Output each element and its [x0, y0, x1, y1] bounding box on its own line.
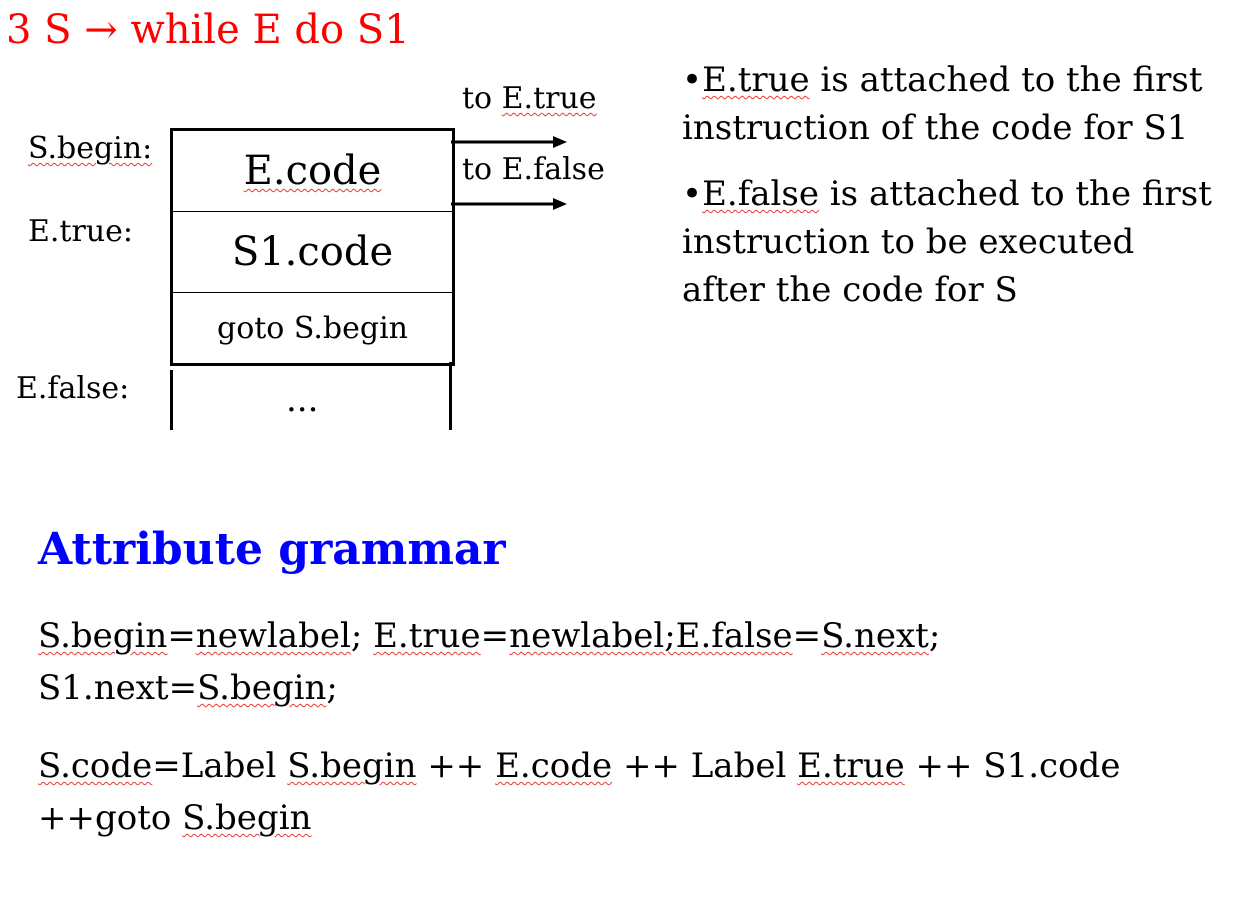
arrow-label-false: to E.false	[462, 152, 605, 187]
arrow-false-head	[553, 198, 567, 210]
label-s-begin: S.begin:	[28, 131, 153, 166]
cell-s1-code: S1.code	[173, 211, 452, 292]
cell-e-code: E.code	[243, 148, 382, 194]
arrow-true-head	[553, 136, 567, 148]
arrow-label-true: to E.true	[462, 82, 597, 116]
code-layout-box: E.code S1.code goto S.begin	[170, 128, 455, 366]
jump-arrows	[451, 136, 567, 210]
slide-title: 3 S → while E do S1	[6, 7, 410, 53]
arrow-label-true-term: E.true	[501, 81, 597, 116]
label-e-false: E.false:	[16, 371, 130, 406]
grammar-rule-1: S.begin=newlabel; E.true=newlabel;E.fals…	[38, 616, 941, 708]
bullet-e-false: •E.false is attached to the first instru…	[682, 174, 1212, 310]
continuation-right-line	[449, 362, 452, 430]
attribute-grammar-heading: Attribute grammar	[38, 524, 506, 575]
label-e-true: E.true:	[28, 214, 134, 249]
grammar-rule-2: S.code=Label S.begin ++ E.code ++ Label …	[38, 746, 1121, 838]
continuation-left-line	[170, 370, 173, 430]
continuation-dots: ...	[286, 380, 319, 420]
cell-goto-s-begin: goto S.begin	[173, 292, 452, 364]
explanation-bullets: •E.true is attached to the first instruc…	[682, 56, 1212, 332]
arrow-label-true-text: to	[462, 81, 502, 116]
bullet-e-true: •E.true is attached to the first instruc…	[682, 60, 1203, 148]
